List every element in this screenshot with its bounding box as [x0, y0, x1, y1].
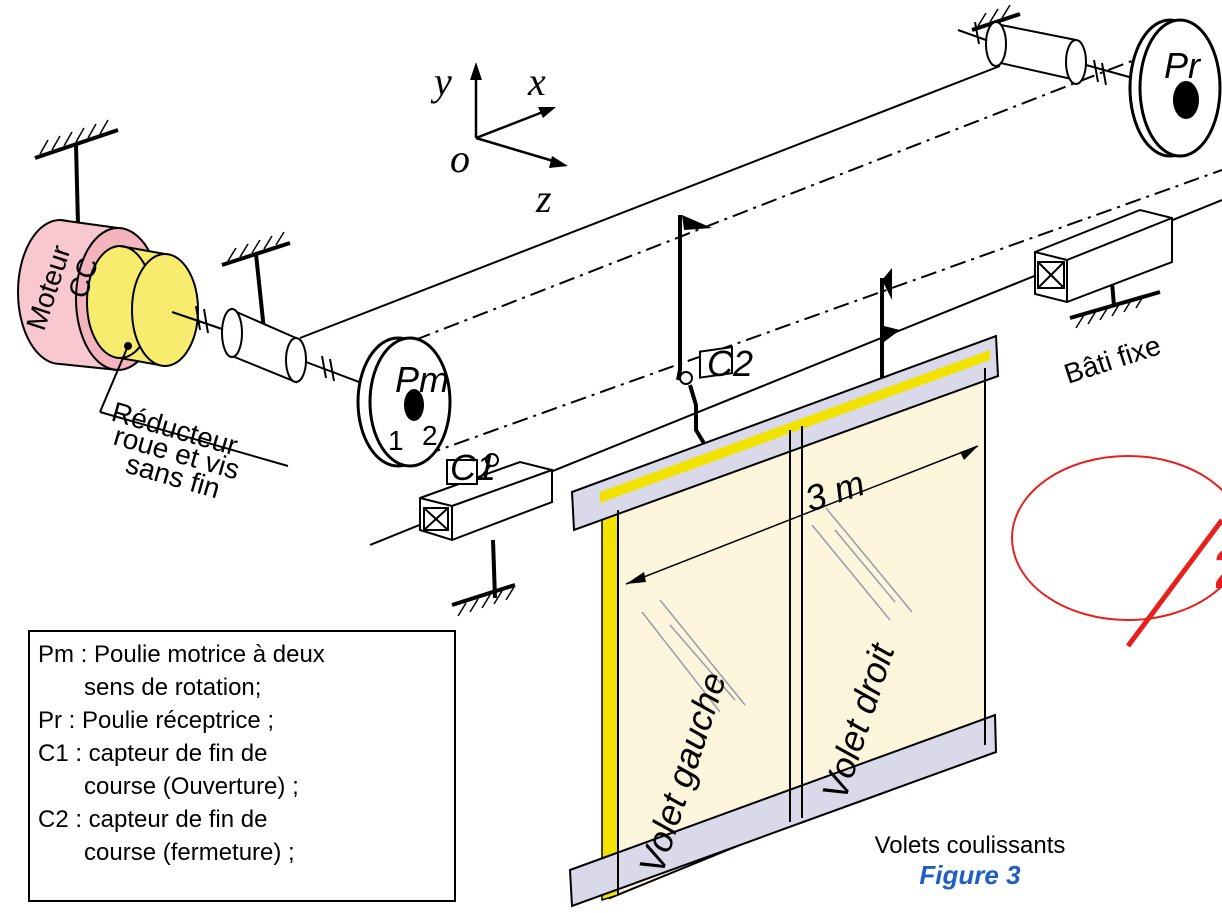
caption-title: Figure 3 — [919, 860, 1021, 890]
axis-origin-label: o — [450, 136, 470, 181]
sensor-c1-block — [419, 453, 553, 542]
motor-assembly — [17, 219, 199, 413]
legend-line: Pr : Poulie réceptrice ; — [38, 707, 275, 734]
reducer-label: Réducteur roue et vis sans fin — [99, 396, 289, 504]
pulley-pm-direction-1: 1 — [388, 425, 404, 456]
pulley-pm — [356, 336, 452, 468]
legend-line: course (fermeture) ; — [84, 839, 295, 866]
frame-block — [1034, 208, 1173, 304]
sensor-c1-label: C1 — [450, 447, 496, 488]
grade-stamp — [1011, 455, 1222, 648]
axis-y-label: y — [430, 59, 452, 104]
caption-subtitle: Volets coulissants — [874, 832, 1066, 859]
legend-box: Pm : Poulie motrice à deux sens de rotati… — [28, 630, 456, 902]
legend-line: Pm : Poulie motrice à deux — [38, 641, 325, 668]
sensor-c2 — [699, 345, 733, 379]
legend-line: sens de rotation; — [84, 674, 262, 701]
legend-line: C1 : capteur de fin de — [38, 740, 268, 767]
axis-z-label: z — [535, 176, 552, 221]
ground-symbols — [34, 4, 1161, 617]
figure-caption: Volets coulissants Figure 3 — [820, 832, 1120, 891]
grade-stamp-digit: 2 — [1214, 537, 1222, 600]
pulley-pm-label: Pm — [395, 359, 449, 400]
sensor-c2-label: C2 — [707, 343, 753, 384]
legend-line: course (Ouverture) ; — [84, 773, 299, 800]
pulley-pr-assembly — [957, 18, 1222, 158]
frame-label: Bâti fixe — [1060, 329, 1164, 389]
right-carriage-arm — [880, 268, 900, 385]
axis-system — [470, 62, 568, 168]
pulley-pr-label: Pr — [1164, 45, 1202, 86]
pulley-pm-direction-2: 2 — [422, 420, 438, 451]
legend-line: C2 : capteur de fin de — [38, 806, 268, 833]
shutter-assembly — [568, 334, 1000, 908]
axis-x-label: x — [527, 59, 546, 104]
drive-shaft — [171, 305, 376, 389]
